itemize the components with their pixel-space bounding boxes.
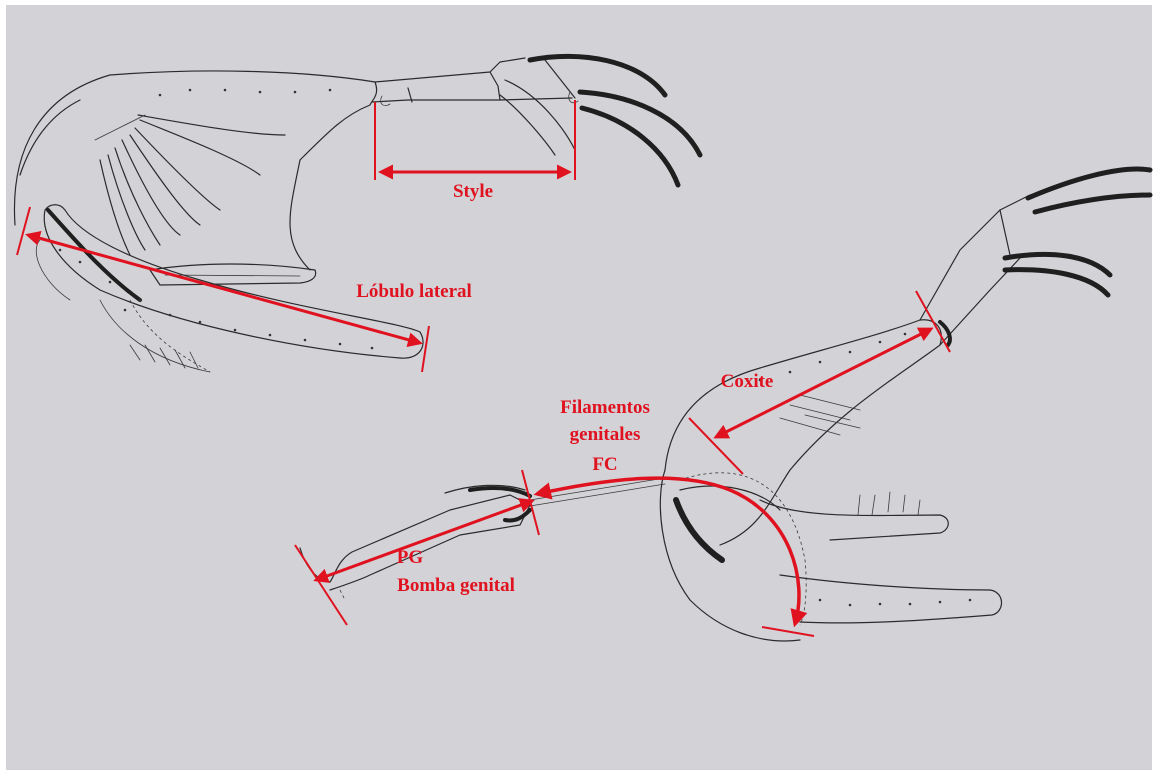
- filamentos-label-line2: genitales: [570, 424, 641, 445]
- style-label: Style: [453, 181, 493, 202]
- diagram-background: [6, 5, 1152, 770]
- lobulo-lateral-label: Lóbulo lateral: [356, 281, 472, 302]
- filamentos-label-line1: Filamentos: [560, 397, 650, 418]
- pg-label-line1: PG: [397, 547, 424, 568]
- filamentos-label-line3: FC: [592, 454, 617, 475]
- pg-label-line2: Bomba genital: [397, 575, 515, 596]
- coxite-label: Coxite: [721, 371, 774, 392]
